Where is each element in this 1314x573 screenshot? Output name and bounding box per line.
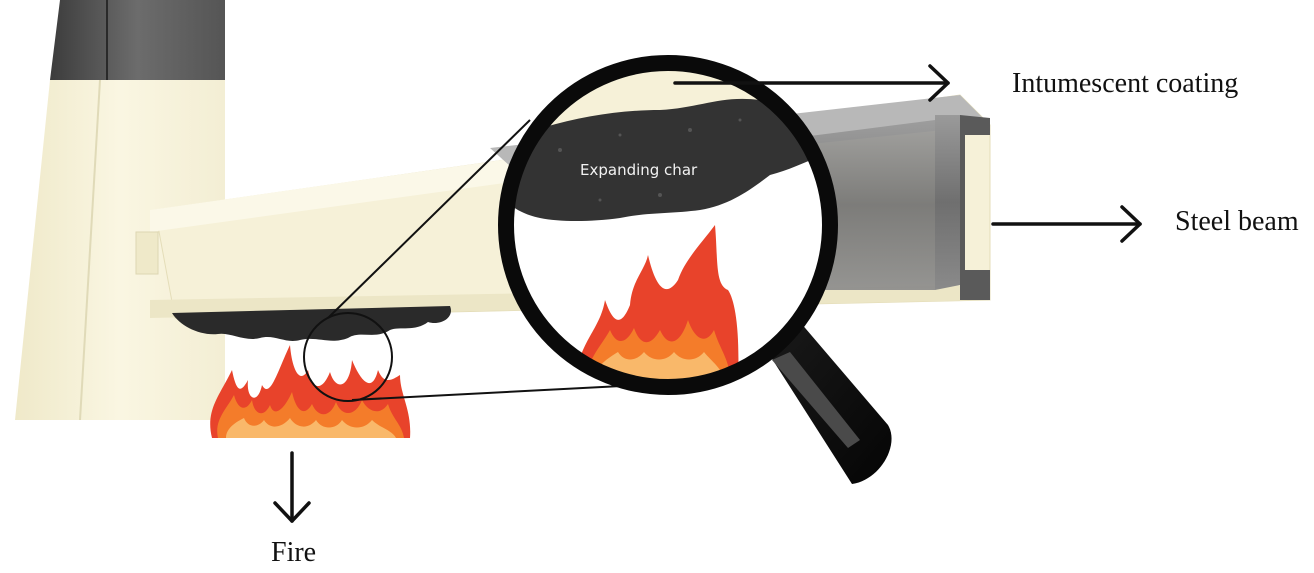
steel-column xyxy=(15,0,225,421)
intumescent-coating-label: Intumescent coating xyxy=(1012,68,1239,99)
fire-icon xyxy=(210,345,411,438)
magnifying-glass-icon xyxy=(498,55,892,484)
zoom-indicator xyxy=(303,119,641,402)
steel-beam-arrow xyxy=(991,205,1142,243)
steel-beam-label: Steel beam xyxy=(1175,206,1299,237)
lens-view xyxy=(510,67,826,383)
expanding-char-label: Expanding char xyxy=(580,161,698,179)
fire-label: Fire xyxy=(271,537,317,568)
fire-arrow xyxy=(273,451,311,523)
coating-arrow xyxy=(673,64,950,102)
char-layer xyxy=(172,306,451,341)
